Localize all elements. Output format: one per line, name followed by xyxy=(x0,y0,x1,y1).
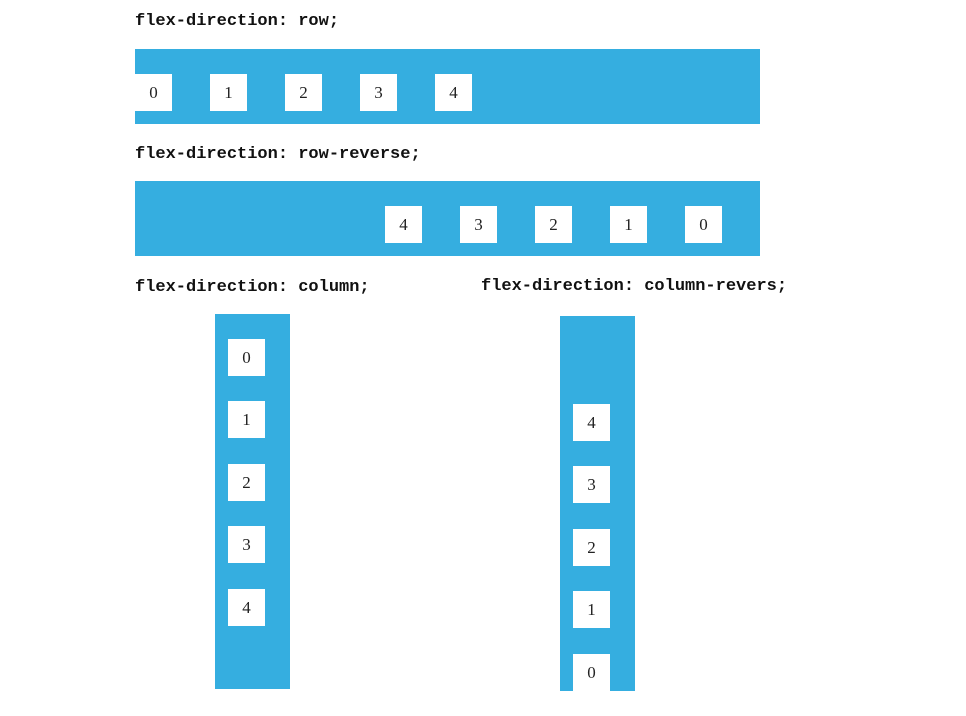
column-reverse-container: 4 3 2 1 0 xyxy=(560,316,635,691)
column-container: 0 1 2 3 4 xyxy=(215,314,290,689)
flex-item: 3 xyxy=(573,466,610,503)
flex-item: 4 xyxy=(385,206,422,243)
row-label: flex-direction: row; xyxy=(135,12,340,31)
flex-item: 4 xyxy=(228,589,265,626)
row-reverse-container: 4 3 2 1 0 xyxy=(135,181,760,256)
flex-item: 1 xyxy=(610,206,647,243)
row-reverse-label: flex-direction: row-reverse; xyxy=(135,145,421,164)
flex-item: 1 xyxy=(228,401,265,438)
flex-item: 0 xyxy=(685,206,722,243)
row-container: 0 1 2 3 4 xyxy=(135,49,760,124)
flex-item: 2 xyxy=(228,464,265,501)
flex-item: 3 xyxy=(460,206,497,243)
flex-item: 0 xyxy=(135,74,172,111)
column-reverse-label: flex-direction: column-revers; xyxy=(481,277,788,296)
flex-item: 2 xyxy=(573,529,610,566)
flex-item: 0 xyxy=(228,339,265,376)
flex-item: 1 xyxy=(210,74,247,111)
column-label: flex-direction: column; xyxy=(135,278,370,297)
flex-item: 0 xyxy=(573,654,610,691)
flex-item: 1 xyxy=(573,591,610,628)
flex-item: 3 xyxy=(360,74,397,111)
flex-item: 2 xyxy=(285,74,322,111)
flex-item: 2 xyxy=(535,206,572,243)
flex-item: 4 xyxy=(573,404,610,441)
flex-item: 4 xyxy=(435,74,472,111)
flex-item: 3 xyxy=(228,526,265,563)
